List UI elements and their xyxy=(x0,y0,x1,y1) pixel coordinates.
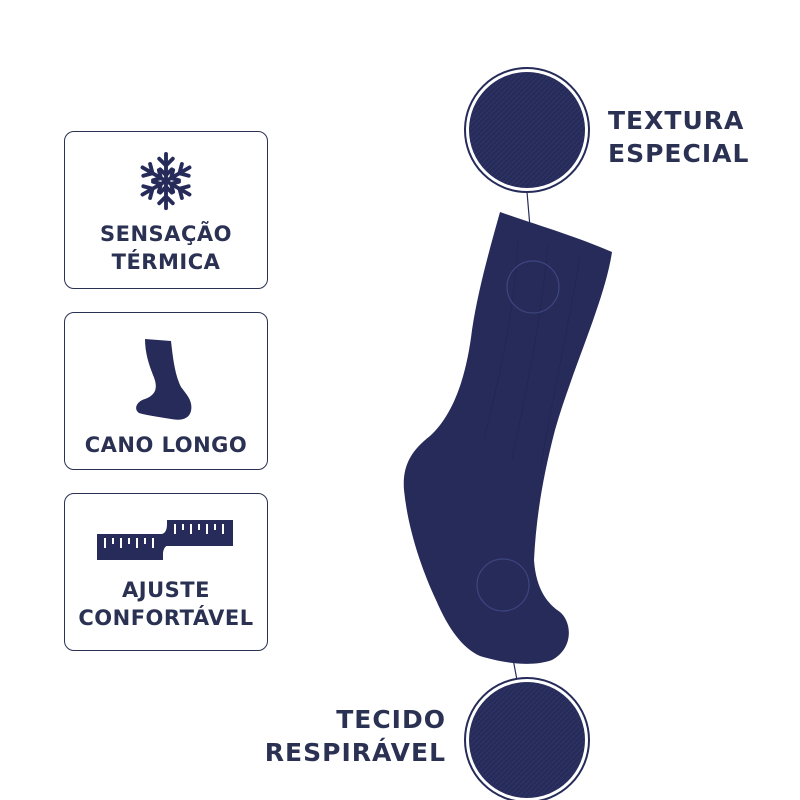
feature-card-thermal: SENSAÇÃO TÉRMICA xyxy=(64,131,268,289)
sock-icon xyxy=(136,339,192,420)
texture-ring-top xyxy=(506,260,560,314)
feature-card-long-leg: CANO LONGO xyxy=(64,312,268,470)
callout-label-breathable-fabric: TECIDO RESPIRÁVEL xyxy=(264,705,446,767)
feature-card-comfort-fit: AJUSTE CONFORTÁVEL xyxy=(64,493,268,651)
measuring-tape-icon xyxy=(97,520,233,560)
feature-label-long-leg: CANO LONGO xyxy=(84,433,248,457)
callout-label-special-texture: TEXTURA ESPECIAL xyxy=(608,106,750,168)
sock-image xyxy=(403,212,612,664)
feature-label-comfort-fit: AJUSTE CONFORTÁVEL xyxy=(78,578,254,630)
snowflake-icon xyxy=(137,151,195,211)
fabric-ring-bottom xyxy=(476,558,530,612)
fabric-detail-circle xyxy=(464,677,590,800)
texture-detail-circle xyxy=(464,67,590,193)
feature-label-thermal: SENSAÇÃO TÉRMICA xyxy=(100,222,232,274)
